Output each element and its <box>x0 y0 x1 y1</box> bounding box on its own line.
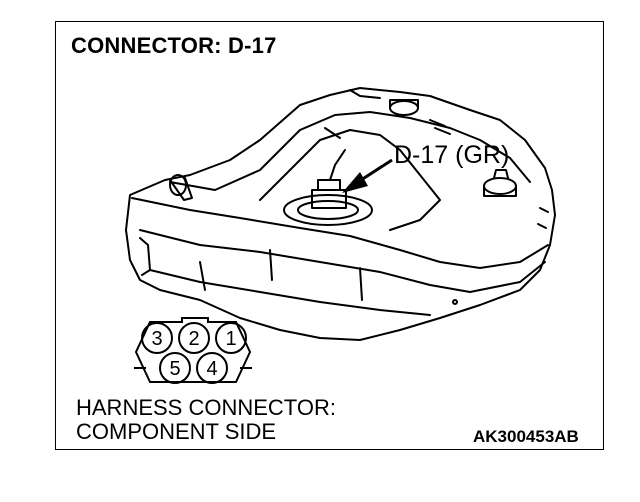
connector-caption: HARNESS CONNECTOR: COMPONENT SIDE <box>76 396 336 444</box>
connector-face-diagram <box>134 317 252 384</box>
caption-line-2: COMPONENT SIDE <box>76 419 277 444</box>
diagram-frame <box>55 21 604 450</box>
pump-body <box>311 189 347 209</box>
tank-outline <box>125 87 556 341</box>
tank-upper-ridge <box>169 111 531 191</box>
pin-4 <box>196 352 228 384</box>
pin-1 <box>215 322 247 354</box>
callout-arrow <box>342 158 393 193</box>
connector-housing <box>134 317 252 383</box>
tank-left-panel <box>139 237 151 276</box>
caption-line-1: HARNESS CONNECTOR: <box>76 395 336 420</box>
pin-3 <box>141 322 173 354</box>
tank-front-face <box>139 229 546 293</box>
tank-lower-edge <box>149 269 431 316</box>
pin-1-label: 1 <box>225 328 236 350</box>
pump-ring <box>283 194 373 226</box>
pin-5 <box>159 352 191 384</box>
connector-title: CONNECTOR: D-17 <box>71 33 277 58</box>
pin-2 <box>178 322 210 354</box>
tank-top-rim <box>131 197 549 269</box>
pin-5-label: 5 <box>169 358 180 380</box>
pin-3-label: 3 <box>151 328 162 350</box>
figure-code: AK300453AB <box>473 427 579 446</box>
callout-label: D-17 (GR) <box>394 141 510 169</box>
tank-channel <box>259 129 441 231</box>
pin-2-label: 2 <box>188 328 199 350</box>
pin-4-label: 4 <box>206 358 217 380</box>
